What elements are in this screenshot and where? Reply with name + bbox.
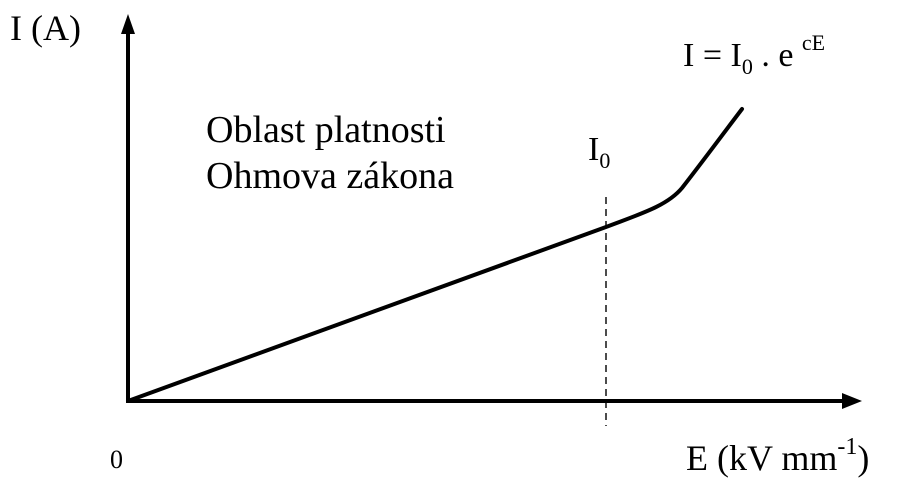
threshold-label-subscript: 0: [599, 148, 610, 173]
x-axis-arrowhead: [842, 393, 862, 409]
threshold-label: I0: [588, 131, 610, 173]
region-label-line1: Oblast platnosti: [206, 109, 446, 151]
formula-middle: . e: [753, 37, 802, 74]
characteristic-curve: [126, 107, 744, 403]
x-axis-label-base: E (kV mm: [686, 438, 837, 478]
formula-exponent: cE: [802, 30, 825, 55]
region-label-line2: Ohmova zákona: [206, 155, 454, 197]
x-axis-label-close: ): [857, 438, 869, 478]
formula-lhs-subscript: 0: [742, 54, 753, 79]
formula-lhs: I = I: [683, 37, 742, 74]
exponential-formula: I = I0 . e cE: [683, 30, 825, 79]
y-axis-label: I (A): [10, 8, 81, 48]
x-axis-label-superscript: -1: [837, 434, 857, 460]
origin-label: 0: [110, 445, 123, 474]
threshold-label-base: I: [588, 131, 599, 168]
x-axis-label: E (kV mm-1): [686, 434, 869, 478]
y-axis-arrowhead: [121, 14, 135, 34]
